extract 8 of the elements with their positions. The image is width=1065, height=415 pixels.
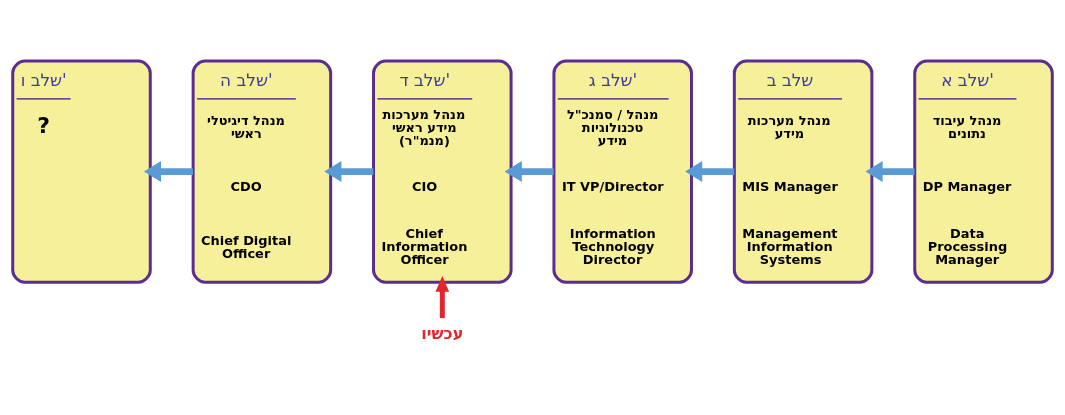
- arrow: [324, 161, 374, 183]
- arrow: [865, 161, 915, 183]
- node-box: שלב ו' ?: [11, 59, 152, 284]
- arrow: [143, 161, 193, 183]
- node-text: עכשיו: [421, 323, 464, 343]
- arrow: [435, 276, 450, 319]
- arrow: [685, 161, 735, 183]
- arrow: [504, 161, 554, 183]
